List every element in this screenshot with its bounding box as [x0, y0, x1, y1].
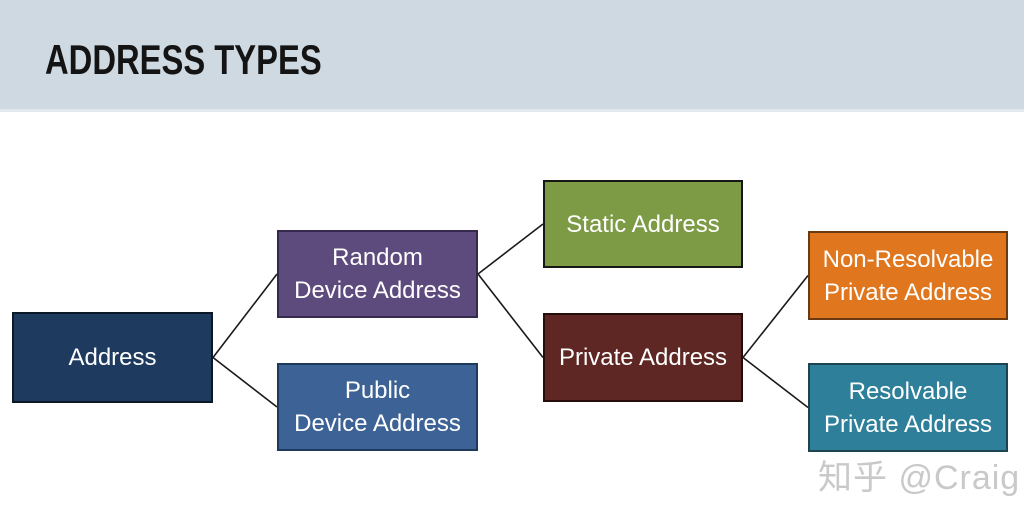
edge-address-to-public-device-address	[212, 356, 278, 408]
node-label-line: Device Address	[294, 277, 461, 304]
page-title: ADDRESS TYPES	[45, 35, 322, 83]
node-private-address: Private Address	[543, 313, 743, 402]
node-label-line: Address	[68, 344, 157, 371]
edge-address-to-random-device-address	[212, 273, 278, 358]
node-static-address: Static Address	[543, 180, 743, 268]
node-label-line: Random	[332, 244, 423, 271]
edge-random-device-address-to-private-address	[477, 273, 544, 358]
node-label-line: Private Address	[558, 344, 728, 371]
header-band: ADDRESS TYPES	[0, 0, 1024, 112]
edge-private-address-to-non-resolvable-private-address	[742, 275, 809, 358]
node-address: Address	[12, 312, 213, 403]
node-label-line: Device Address	[294, 410, 461, 437]
edge-random-device-address-to-static-address	[477, 223, 544, 275]
node-label-line: Public	[344, 377, 411, 404]
node-label-line: Non-Resolvable	[822, 245, 994, 273]
edge-private-address-to-resolvable-private-address	[742, 356, 809, 409]
watermark: 知乎 @Craig	[818, 459, 1021, 497]
node-label-line: Private Address	[823, 278, 993, 306]
node-label-line: Private Address	[823, 410, 993, 438]
node-label-line: Static Address	[566, 210, 720, 238]
node-label-line: Resolvable	[848, 377, 968, 405]
